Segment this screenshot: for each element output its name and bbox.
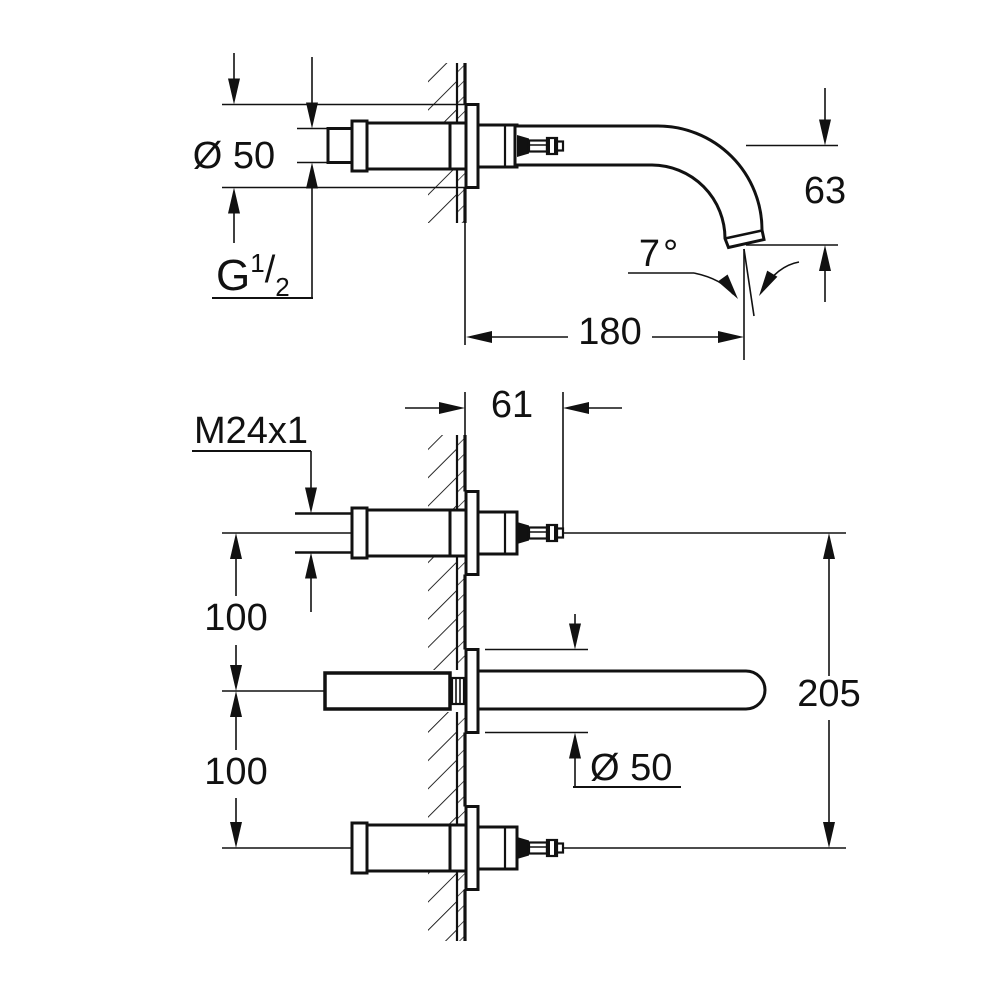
side-view: Ø 50 G1/2 63 7° (193, 53, 846, 360)
dim-outlet-angle: 7° (639, 233, 681, 275)
spout-tube (513, 124, 766, 250)
valve-boss-lower (476, 825, 519, 871)
spout-assembly-side (326, 103, 766, 250)
collar-side (350, 119, 369, 173)
wall-section-side (428, 63, 467, 223)
front-view: 61 M24x1 100 100 (192, 384, 861, 941)
spout-outlet-rim (724, 229, 763, 240)
valve-boss-upper (476, 510, 519, 556)
escutcheon-plate-lower (464, 805, 480, 891)
spindle-lower (517, 837, 565, 859)
escutcheon-plate-upper (464, 490, 480, 576)
dim-plate-diameter-front: Ø 50 (590, 747, 672, 789)
spindle-upper (517, 522, 565, 544)
wall-section-front (428, 435, 467, 941)
spout-boss-side (476, 123, 519, 169)
escutcheon-plate-middle (464, 648, 480, 734)
spout-front (476, 669, 767, 711)
dim-lower-spacing: 100 (204, 751, 267, 793)
collar-upper (350, 506, 369, 560)
dim-thread-size-side: G1/2 (216, 248, 290, 302)
escutcheon-plate-side (464, 103, 480, 189)
spout-body-rear (323, 671, 452, 711)
dim-spout-projection: 180 (578, 311, 641, 353)
inlet-stem-side (326, 127, 354, 164)
front-view-dimensions: 61 M24x1 100 100 (192, 384, 861, 849)
collar-lower (350, 821, 369, 875)
dim-thread-front: M24x1 (194, 410, 308, 452)
spindle-side (517, 135, 565, 157)
dim-upper-spacing: 100 (204, 597, 267, 639)
side-view-dimensions: Ø 50 G1/2 63 7° (193, 53, 846, 360)
upper-valve (222, 490, 565, 576)
middle-spout (222, 648, 767, 734)
dim-overall-span: 205 (797, 673, 860, 715)
dim-spout-drop: 63 (804, 170, 846, 212)
dim-plate-diameter-side: Ø 50 (193, 135, 275, 177)
lower-valve (222, 805, 565, 891)
dim-wall-depth: 61 (491, 384, 533, 426)
spout-adapter (450, 676, 466, 706)
